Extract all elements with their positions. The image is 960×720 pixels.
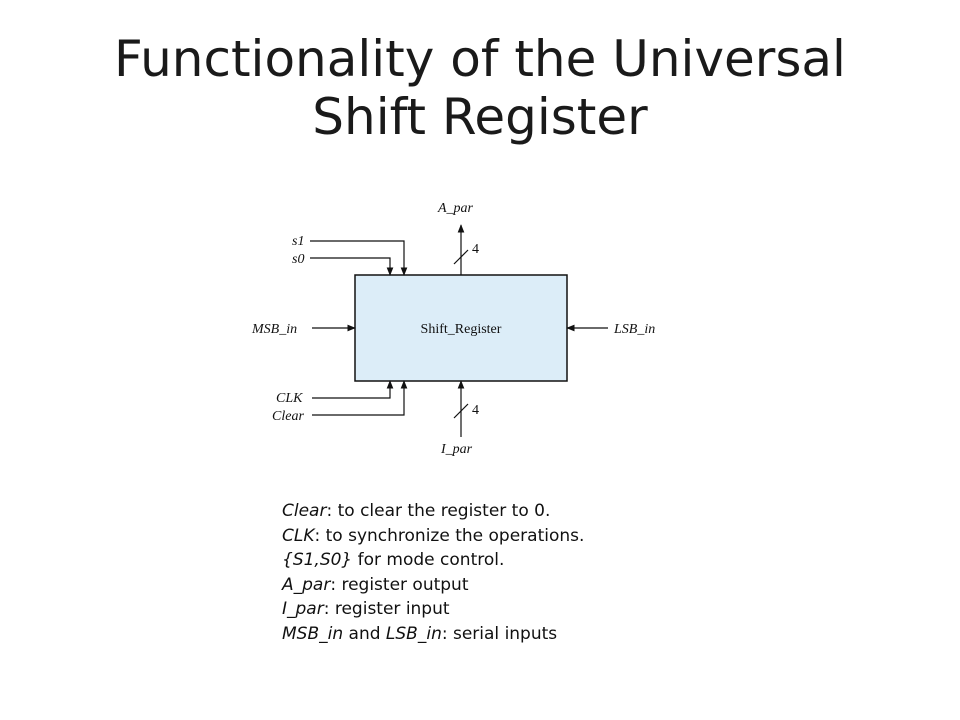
s0-wire <box>310 257 394 276</box>
clear-wire <box>312 380 408 416</box>
i-par-bus-slash <box>453 403 469 419</box>
clear-label: Clear <box>272 409 304 424</box>
note-a-par: A_par: register output <box>282 573 584 598</box>
note-clear: Clear: to clear the register to 0. <box>282 499 584 524</box>
clk-wire <box>312 380 394 399</box>
slide-title-line-1: Functionality of the Universal <box>114 30 846 88</box>
a-par-bus-slash <box>453 249 469 265</box>
note-term: MSB_in <box>282 623 344 644</box>
note-text: : register input <box>323 599 450 619</box>
note-clk: CLK: to synchronize the operations. <box>282 524 584 549</box>
note-term: CLK <box>282 525 315 546</box>
note-mode-control: {S1,S0} for mode control. <box>282 548 584 573</box>
slide-title: Functionality of the Universal Shift Reg… <box>0 30 960 146</box>
note-text: and <box>343 623 386 644</box>
note-text: for mode control. <box>352 550 505 570</box>
note-term: {S1,S0} <box>282 550 353 570</box>
clk-label: CLK <box>276 391 303 406</box>
i-par-label: I_par <box>440 442 473 457</box>
msb-in-label: MSB_in <box>251 322 297 337</box>
note-text: : to clear the register to 0. <box>326 501 551 521</box>
signal-descriptions: Clear: to clear the register to 0. CLK: … <box>282 499 584 646</box>
note-i-par: I_par: register input <box>282 597 584 622</box>
a-par-label: A_par <box>437 201 474 216</box>
a-par-width-label: 4 <box>472 242 479 257</box>
s1-label: s1 <box>292 234 304 249</box>
note-text: : register output <box>330 574 469 595</box>
lsb-in-label: LSB_in <box>613 322 655 337</box>
note-serial-inputs: MSB_in and LSB_in: serial inputs <box>282 622 584 647</box>
s0-label: s0 <box>292 252 304 267</box>
slide-title-line-2: Shift Register <box>312 88 648 146</box>
note-term: A_par <box>282 574 331 595</box>
shift-register-box-label: Shift_Register <box>421 322 502 337</box>
i-par-width-label: 4 <box>472 403 479 418</box>
note-term-2: LSB_in <box>385 623 442 644</box>
note-text-2: : serial inputs <box>441 623 558 644</box>
s1-wire <box>310 240 408 276</box>
note-text: : to synchronize the operations. <box>314 525 585 546</box>
note-term: Clear <box>282 501 327 521</box>
note-term: I_par <box>282 599 324 619</box>
